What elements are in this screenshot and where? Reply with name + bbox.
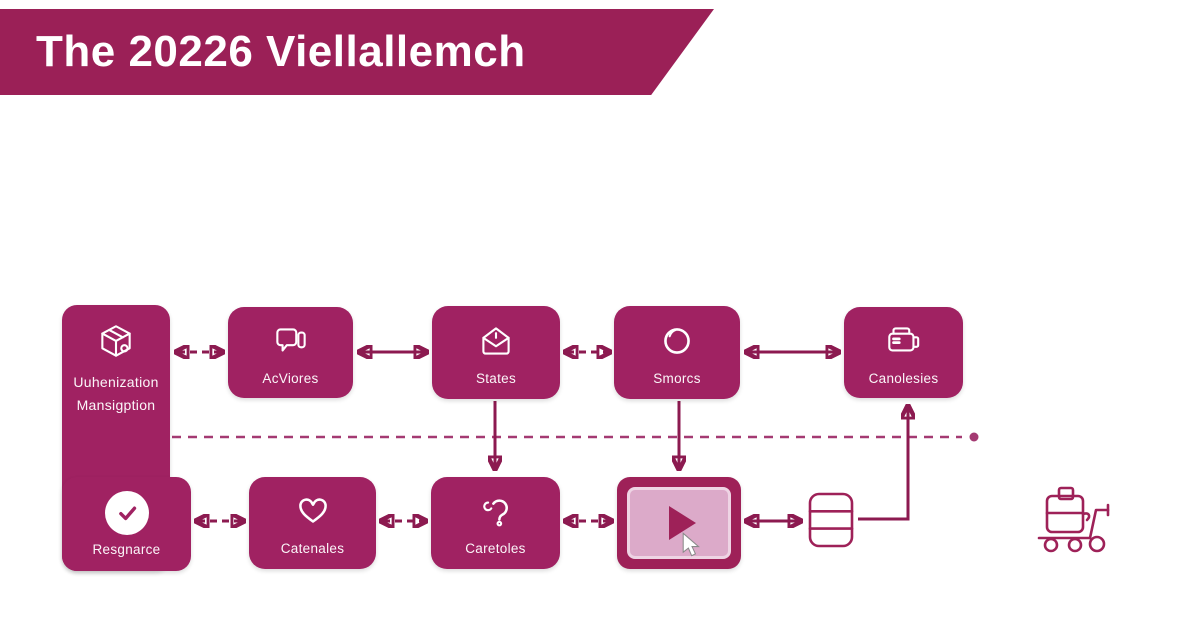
heart-icon — [292, 490, 334, 532]
node-label: AcViores — [262, 370, 319, 386]
node-label: Smorcs — [653, 370, 701, 386]
node-label: Uuhenization — [73, 374, 159, 390]
arrow-server-canolesies — [858, 408, 908, 521]
node-caretoles: Caretoles — [431, 477, 560, 569]
check-circle-icon — [104, 491, 149, 535]
page-title: The 20226 Viellallemch — [36, 27, 526, 76]
node-label: Resgnarce — [92, 542, 161, 557]
node-catenales: Catenales — [249, 477, 376, 569]
package-cube-icon — [95, 321, 137, 363]
wallet-folder-icon — [883, 320, 925, 362]
mouse-cursor-icon — [682, 532, 700, 557]
video-screen — [627, 487, 731, 559]
node-canolesies: Canolesies — [844, 307, 963, 398]
list-panel-icon — [808, 492, 854, 548]
question-mark-icon — [475, 490, 517, 532]
circle-lens-icon — [656, 320, 698, 362]
node-resource: Resgnarce — [62, 477, 191, 571]
node-label: States — [475, 370, 517, 386]
title-banner: The 20226 Viellallemch — [0, 9, 714, 95]
node-label: Canolesies — [868, 370, 939, 386]
node-label: Mansigption — [76, 397, 156, 413]
video-player[interactable] — [617, 477, 741, 569]
node-smorcs: Smorcs — [614, 306, 740, 399]
node-label: Catenales — [280, 541, 345, 556]
open-envelope-icon — [475, 320, 517, 362]
delivery-cart-icon — [1037, 486, 1110, 553]
divider-endpoint-dot — [969, 432, 979, 442]
node-states: States — [432, 306, 560, 399]
feedback-bubble-icon — [270, 320, 312, 362]
play-icon[interactable] — [668, 506, 696, 540]
node-label: Caretoles — [465, 541, 526, 556]
node-acviores: AcViores — [228, 307, 353, 398]
